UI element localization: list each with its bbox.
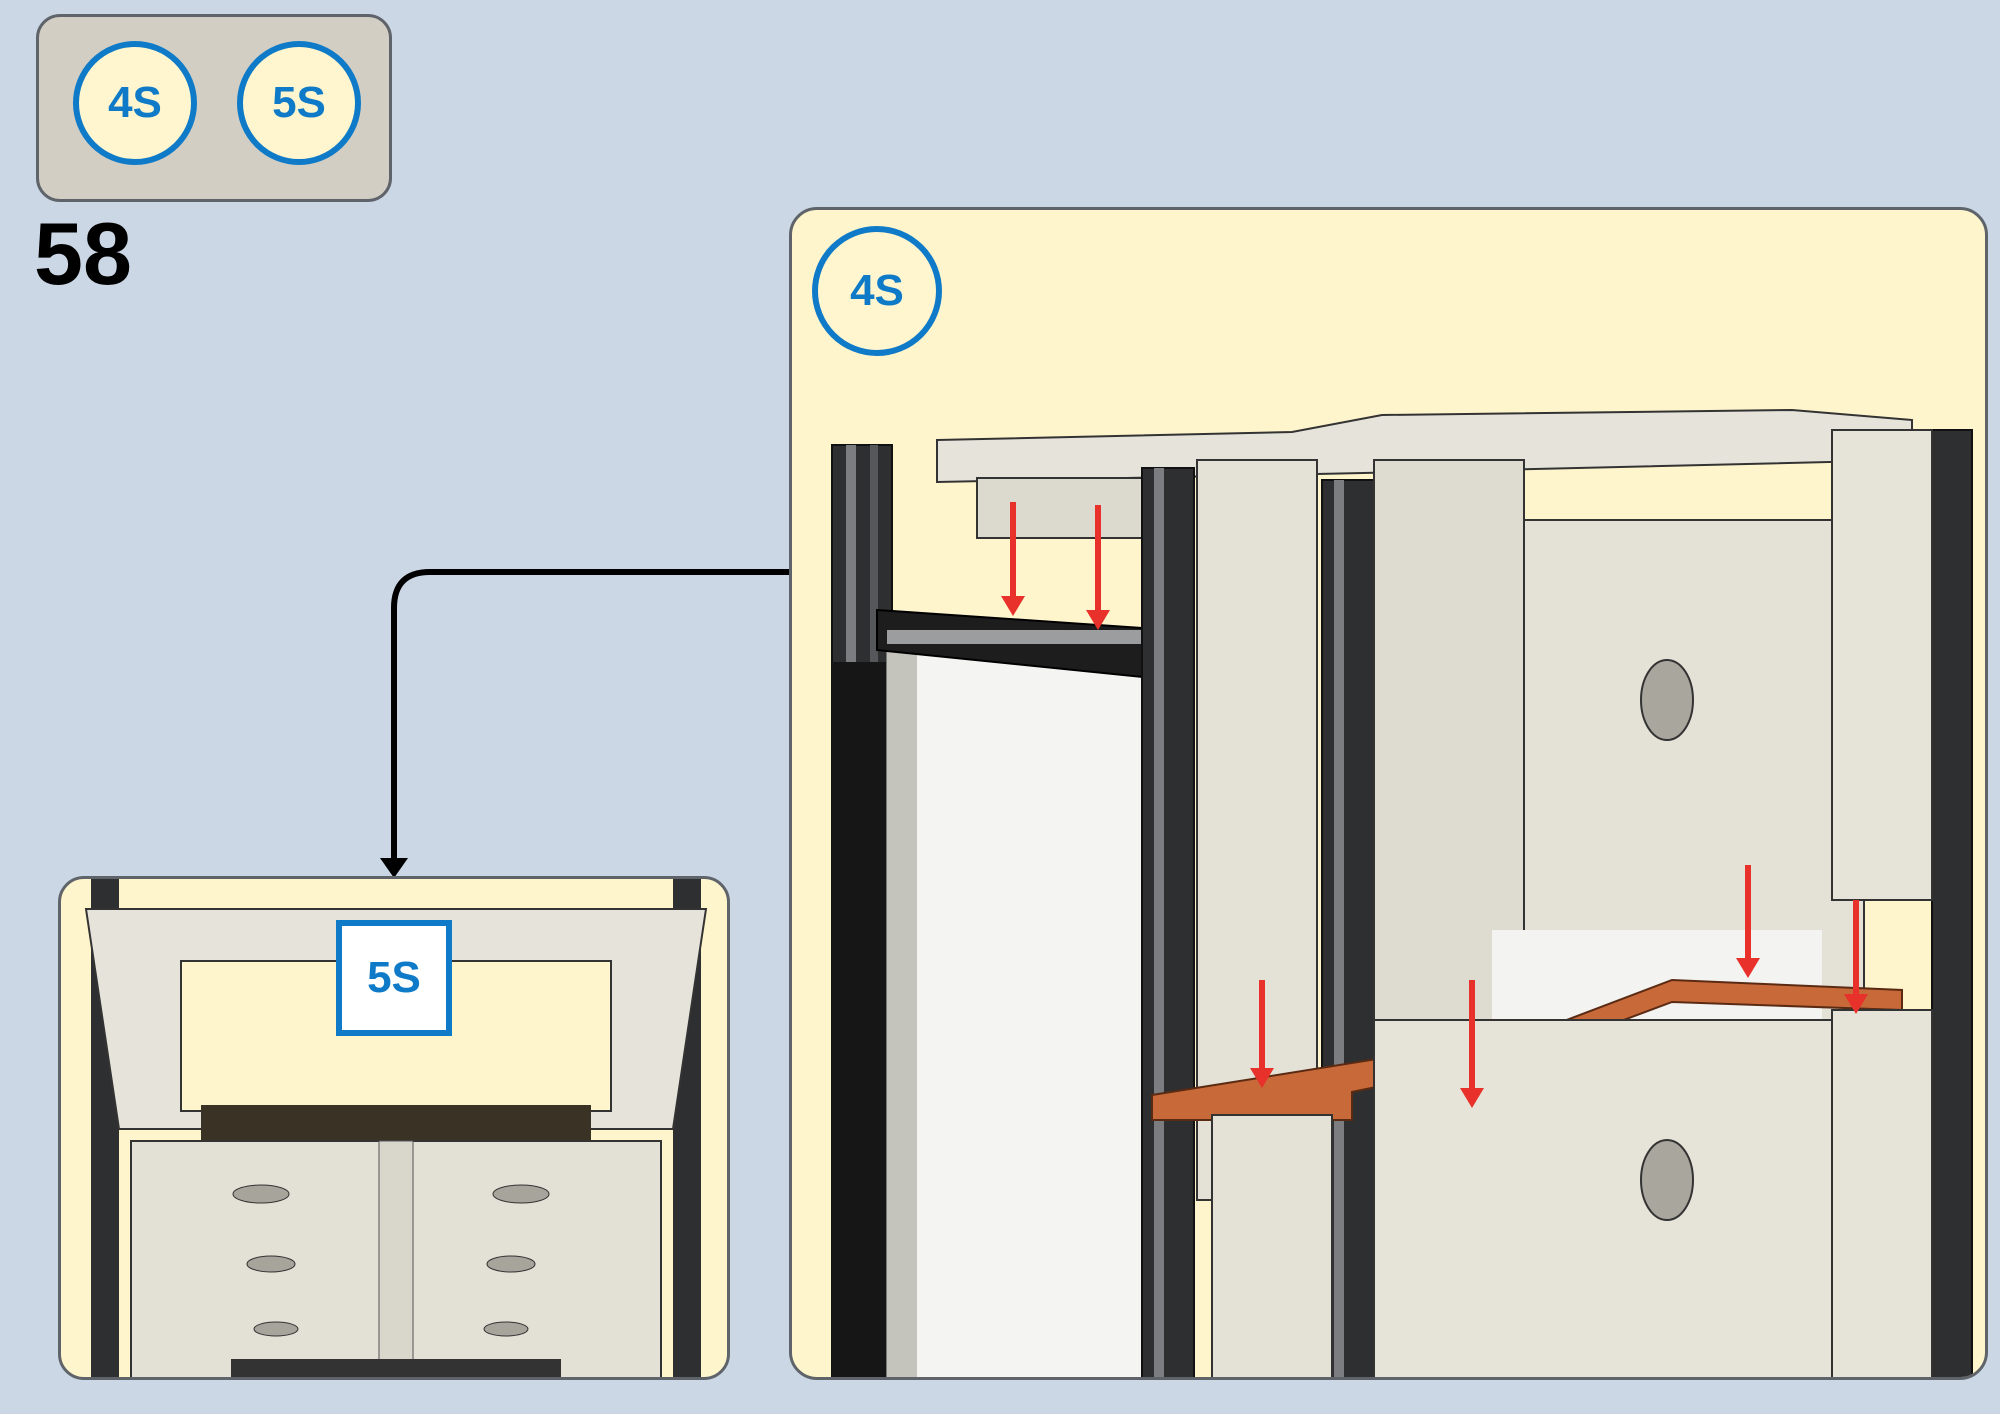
duct-lower [1211, 1114, 1333, 1377]
main-view-badge: 4S [812, 226, 942, 356]
main-assembly-view: 4S [789, 207, 1988, 1380]
side-panel-dark [832, 662, 887, 1377]
detail-view-badge-label: 5S [367, 953, 421, 1002]
step-number: 58 [34, 204, 132, 303]
extrusion-middle-left [1141, 467, 1195, 1377]
wall-hole-upper [1640, 659, 1694, 741]
assembly-illustration [831, 408, 1973, 1377]
side-duct-right [1831, 429, 1933, 901]
part-badge-label: 5S [272, 78, 326, 127]
detail-frame-opening [180, 960, 612, 1112]
detail-center-seam [378, 1140, 414, 1377]
side-duct-lower [1831, 1009, 1933, 1377]
parts-callout: 4S 5S [36, 14, 392, 202]
part-badge-label: 4S [108, 78, 162, 127]
placement-arrows [1001, 502, 1868, 1108]
main-view-badge-label: 4S [850, 266, 904, 315]
part-badge-4s: 4S [73, 41, 197, 165]
detail-view-badge: 5S [336, 920, 452, 1036]
wall-hole-lower [1640, 1139, 1694, 1221]
glass-panel [886, 629, 1148, 1377]
part-badge-5s: 5S [237, 41, 361, 165]
wall-lower [1373, 1019, 1855, 1377]
extrusion-right [1931, 429, 1973, 1377]
detail-dark-band [201, 1105, 591, 1141]
detail-filter-mesh [231, 1359, 561, 1377]
